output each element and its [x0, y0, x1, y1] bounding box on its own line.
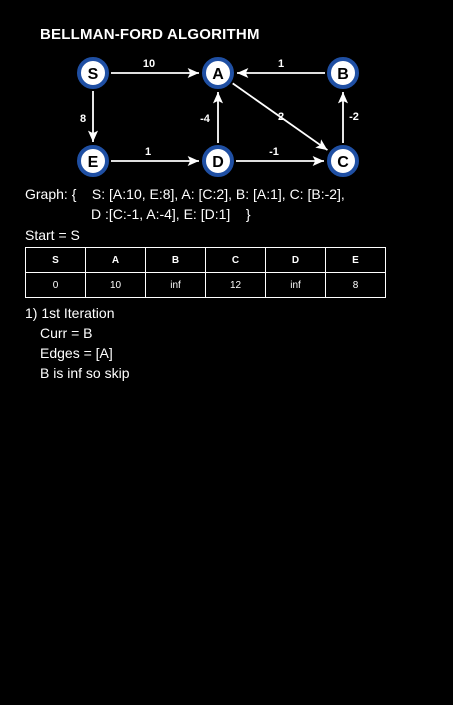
node-label: D [212, 154, 224, 171]
table-header-cell: A [85, 247, 146, 273]
table-cell: inf [265, 272, 326, 298]
node-label: S [88, 66, 99, 83]
table-header-cell: E [325, 247, 386, 273]
edge-weight-label: 1 [145, 146, 151, 158]
edge-a-c [232, 82, 328, 151]
table-cell: 12 [205, 272, 266, 298]
edge-weight-label: 8 [80, 113, 86, 125]
node-e [77, 145, 109, 177]
table-header-cell: D [265, 247, 326, 273]
graph-diagram: 10 1 8 -4 2 -2 1 -1 S A B E D C [77, 57, 359, 177]
edge-weight-label: 2 [278, 111, 284, 123]
table-row: 0 10 inf 12 inf 8 [25, 272, 386, 298]
page-title: BELLMAN-FORD ALGORITHM [40, 26, 260, 43]
table-cell: 8 [325, 272, 386, 298]
current-node-line: Curr = B [40, 325, 93, 341]
node-s [77, 57, 109, 89]
edge-weight-label: -4 [200, 113, 211, 125]
iteration-heading: 1) 1st Iteration [25, 305, 115, 321]
node-b [327, 57, 359, 89]
table-cell: 10 [85, 272, 146, 298]
adjacency-line-1: Graph: { S: [A:10, E:8], A: [C:2], B: [A… [25, 186, 345, 202]
node-c [327, 145, 359, 177]
node-d [202, 145, 234, 177]
table-header-cell: C [205, 247, 266, 273]
edges-line: Edges = [A] [40, 345, 113, 361]
distance-table: S A B C D E 0 10 inf 12 inf 8 [25, 247, 386, 298]
table-header-row: S A B C D E [25, 247, 386, 273]
table-header-cell: S [25, 247, 86, 273]
skip-note-line: B is inf so skip [40, 365, 130, 381]
edge-weight-label: 10 [143, 58, 155, 70]
edge-weight-label: 1 [278, 58, 284, 70]
table-cell: inf [145, 272, 206, 298]
start-node-label: Start = S [25, 227, 80, 243]
edge-weight-label: -2 [349, 111, 359, 123]
node-label: C [337, 154, 349, 171]
table-cell: 0 [25, 272, 86, 298]
table-header-cell: B [145, 247, 206, 273]
node-label: A [212, 66, 224, 83]
node-label: E [88, 154, 99, 171]
adjacency-line-2: D :[C:-1, A:-4], E: [D:1] } [91, 206, 251, 222]
node-a [202, 57, 234, 89]
node-label: B [337, 66, 349, 83]
edge-weight-label: -1 [269, 146, 279, 158]
